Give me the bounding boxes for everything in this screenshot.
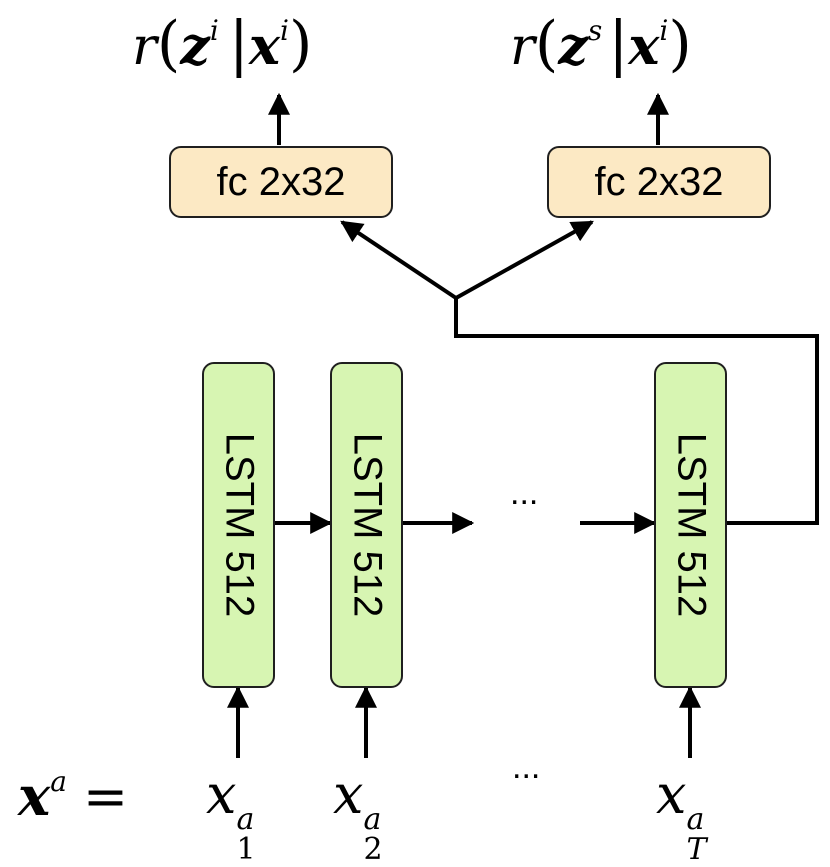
lstm-cell-2-label: LSTM 512	[345, 432, 389, 618]
lstm-cell-1-label: LSTM 512	[217, 432, 261, 618]
ellipsis-lstm: ...	[510, 474, 539, 512]
branch-arrow-left	[340, 220, 458, 300]
fc-layer-left-label: fc 2x32	[216, 159, 346, 204]
fc-layer-right: fc 2x32	[547, 146, 771, 218]
lstm-cell-1: LSTM 512	[202, 362, 275, 688]
lstm-cell-T: LSTM 512	[654, 362, 727, 688]
fc-layer-left: fc 2x32	[169, 146, 393, 218]
ellipsis-input: ...	[512, 748, 541, 786]
lstm-cell-2: LSTM 512	[330, 362, 403, 688]
final-state-connector	[454, 298, 819, 525]
lstm-cell-T-label: LSTM 512	[669, 432, 713, 618]
fc-layer-right-label: fc 2x32	[594, 159, 724, 204]
input-sequence-lhs: xa=	[18, 764, 129, 828]
output-right-label: r(zs|xi)	[510, 9, 692, 79]
branch-arrow-right	[455, 220, 594, 300]
output-left-label: r(zi|xi)	[132, 9, 313, 79]
